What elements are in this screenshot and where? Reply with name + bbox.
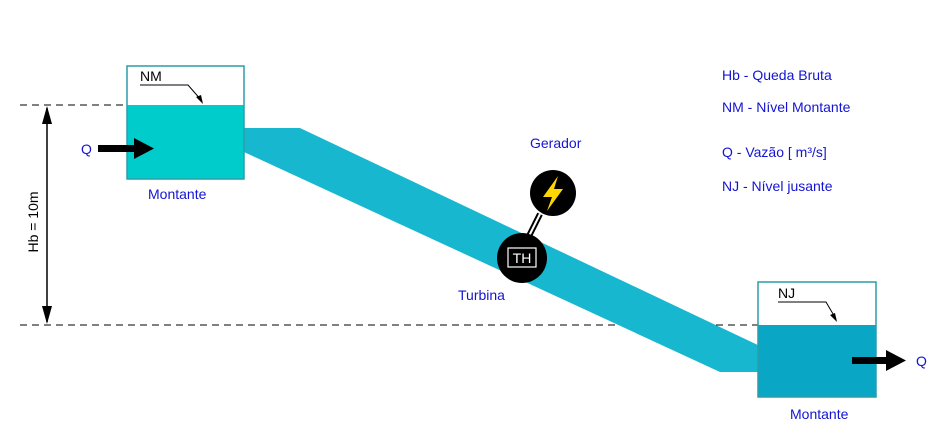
head-dimension-label: Hb = 10m bbox=[25, 191, 41, 252]
turbine-label: Turbina bbox=[458, 287, 505, 303]
turbine-tag: TH bbox=[513, 250, 532, 266]
lower-level-leader bbox=[778, 301, 837, 320]
lightning-bolt-icon bbox=[543, 176, 563, 211]
upper-level-tag: NM bbox=[140, 68, 162, 84]
legend-item-hb: Hb - Queda Bruta bbox=[722, 67, 832, 83]
legend-item-q: Q - Vazão [ m³/s] bbox=[722, 144, 827, 160]
lower-reservoir-name: Montante bbox=[790, 406, 849, 422]
turbine: TH Turbina bbox=[458, 233, 547, 303]
legend-item-nj: NJ - Nível jusante bbox=[722, 178, 833, 194]
legend-item-nm: NM - Nível Montante bbox=[722, 99, 851, 115]
outflow-label: Q bbox=[916, 353, 927, 369]
inflow-label: Q bbox=[81, 141, 92, 157]
head-dimension: Hb = 10m bbox=[25, 106, 52, 324]
generator-label: Gerador bbox=[530, 135, 582, 151]
upper-reservoir-name: Montante bbox=[148, 186, 207, 202]
lower-reservoir: NJ Montante bbox=[757, 281, 877, 422]
outflow-arrow: Q bbox=[852, 350, 927, 371]
lower-level-tag: NJ bbox=[778, 285, 795, 301]
upper-level-leader bbox=[140, 84, 203, 102]
inflow-arrow: Q bbox=[81, 138, 154, 159]
generator: Gerador bbox=[525, 135, 582, 240]
upper-reservoir: NM Montante bbox=[126, 65, 245, 202]
legend: Hb - Queda Bruta NM - Nível Montante Q -… bbox=[722, 67, 851, 194]
